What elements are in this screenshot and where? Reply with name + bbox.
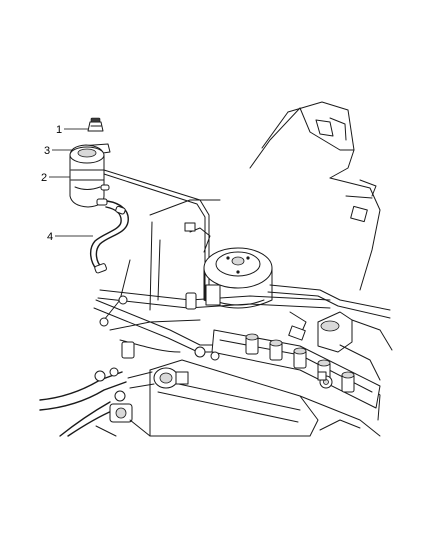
callout-2: 2: [41, 172, 70, 184]
right-components: [288, 311, 393, 421]
callout-1-label: 1: [56, 124, 62, 136]
lower-left-hoses: [39, 341, 220, 437]
reservoir-cap: [87, 117, 104, 132]
callout-4: 4: [47, 231, 93, 243]
callout-2-label: 2: [41, 172, 47, 184]
engine-bay: [93, 101, 391, 353]
callout-4-label: 4: [47, 231, 53, 243]
coil-packs: [245, 333, 355, 393]
coolant-reservoir: [69, 143, 111, 208]
vent-line: [103, 169, 210, 301]
reservoir-hose: [90, 200, 129, 274]
engine-block: [149, 329, 381, 437]
callout-1: 1: [56, 124, 90, 136]
callout-3-label: 3: [44, 145, 50, 157]
